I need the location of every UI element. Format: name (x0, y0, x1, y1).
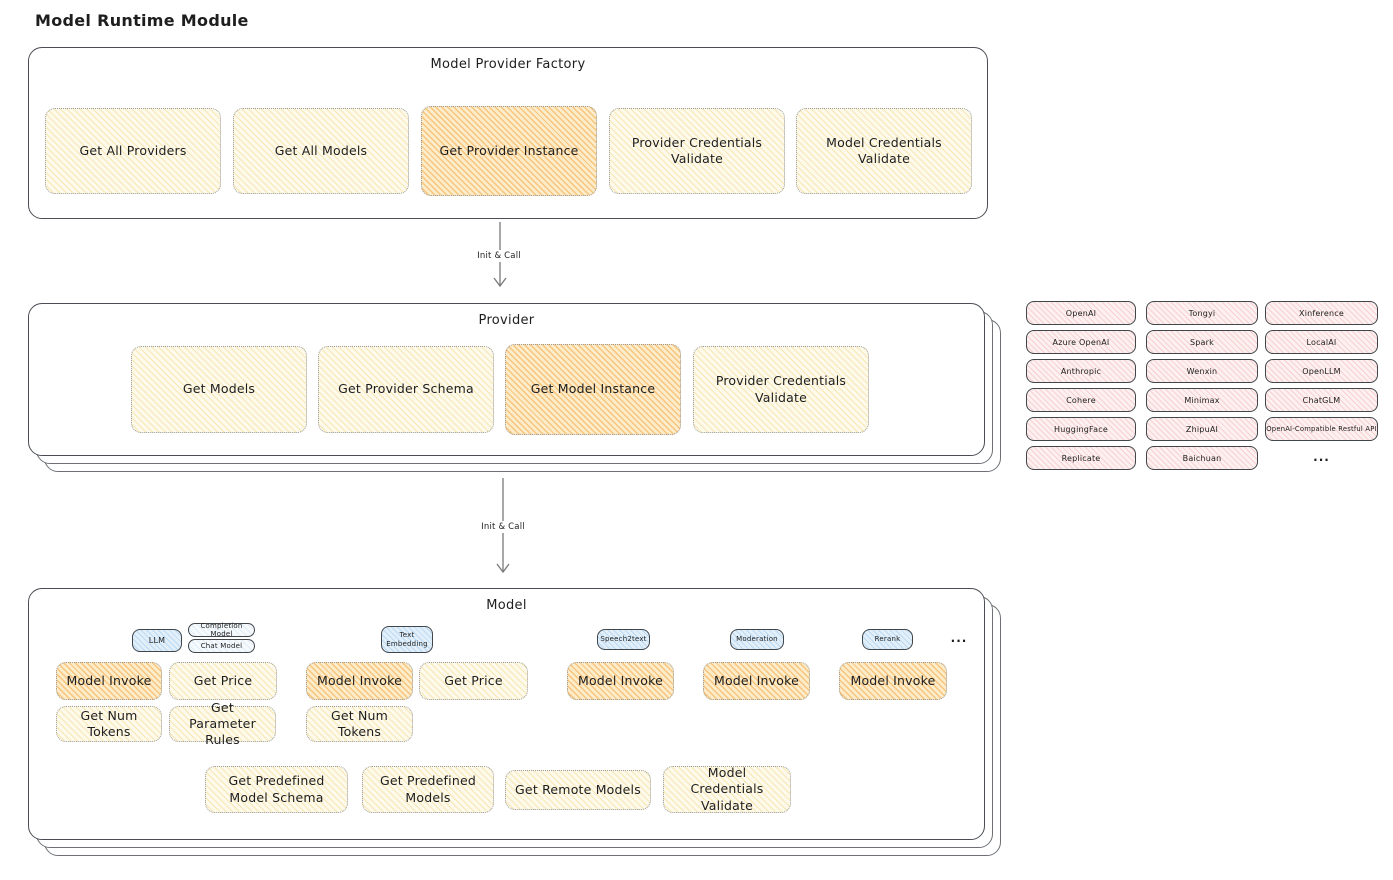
provider-localai: LocalAI (1265, 330, 1378, 354)
tag-text-embedding: Text Embedding (381, 626, 433, 653)
provider-openllm: OpenLLM (1265, 359, 1378, 383)
node-embedding-model-invoke: Model Invoke (306, 662, 413, 700)
provider-openai-compatible: OpenAI-Compatible Restful API (1265, 417, 1378, 441)
provider-anthropic: Anthropic (1026, 359, 1136, 383)
node-moderation-model-invoke: Model Invoke (703, 662, 810, 700)
init-call-label-1: Init & Call (461, 250, 537, 262)
tag-completion-model: Completion Model (188, 622, 255, 638)
node-get-predefined-models: Get Predefined Models (362, 766, 494, 813)
node-embedding-get-price: Get Price (419, 662, 528, 700)
provider-replicate: Replicate (1026, 446, 1136, 470)
provider-tongyi: Tongyi (1146, 301, 1258, 325)
page-title: Model Runtime Module (35, 11, 249, 30)
node-get-predefined-model-schema: Get Predefined Model Schema (205, 766, 348, 813)
provider-spark: Spark (1146, 330, 1258, 354)
model-title: Model (486, 598, 527, 613)
provider-wenxin: Wenxin (1146, 359, 1258, 383)
node-get-provider-schema: Get Provider Schema (318, 346, 494, 433)
factory-title: Model Provider Factory (430, 57, 586, 72)
node-llm-get-price: Get Price (169, 662, 277, 700)
init-call-label-2: Init & Call (465, 521, 541, 533)
node-llm-get-parameter-rules: Get Parameter Rules (169, 700, 276, 747)
provider-container: Provider Get Models Get Provider Schema … (28, 303, 985, 456)
provider-baichuan: Baichuan (1146, 446, 1258, 470)
provider-chatglm: ChatGLM (1265, 388, 1378, 412)
tag-chat-model: Chat Model (188, 639, 255, 653)
node-get-remote-models: Get Remote Models (505, 770, 651, 810)
node-rerank-model-invoke: Model Invoke (839, 662, 947, 700)
node-get-all-providers: Get All Providers (45, 108, 221, 194)
provider-azure-openai: Azure OpenAI (1026, 330, 1136, 354)
provider-xinference: Xinference (1265, 301, 1378, 325)
node-get-models: Get Models (131, 346, 307, 433)
tag-speech2text: Speech2text (597, 629, 650, 650)
model-container: Model LLM Completion Model Chat Model Te… (28, 588, 985, 840)
tag-rerank: Rerank (862, 629, 913, 650)
tag-llm: LLM (132, 629, 182, 652)
providers-more-ellipsis: ... (1313, 450, 1330, 464)
provider-title: Provider (478, 313, 535, 328)
node-llm-model-invoke: Model Invoke (56, 662, 162, 700)
model-types-more-ellipsis: ... (950, 631, 968, 645)
node-get-all-models: Get All Models (233, 108, 409, 194)
node-embedding-get-num-tokens: Get Num Tokens (306, 706, 413, 742)
node-speech2text-model-invoke: Model Invoke (567, 662, 674, 700)
node-get-provider-instance: Get Provider Instance (421, 106, 597, 196)
node-provider-credentials-validate: Provider Credentials Validate (609, 108, 785, 194)
node-llm-get-num-tokens: Get Num Tokens (56, 706, 162, 742)
node-get-model-instance: Get Model Instance (505, 344, 681, 435)
provider-openai: OpenAI (1026, 301, 1136, 325)
provider-minimax: Minimax (1146, 388, 1258, 412)
tag-moderation: Moderation (730, 629, 784, 650)
node-provider-credentials-validate-2: Provider Credentials Validate (693, 346, 869, 433)
provider-zhipuai: ZhipuAI (1146, 417, 1258, 441)
provider-huggingface: HuggingFace (1026, 417, 1136, 441)
factory-container: Model Provider Factory Get All Providers… (28, 47, 988, 219)
node-model-credentials-validate-2: Model Credentials Validate (663, 765, 791, 813)
provider-cohere: Cohere (1026, 388, 1136, 412)
node-model-credentials-validate: Model Credentials Validate (796, 108, 972, 194)
